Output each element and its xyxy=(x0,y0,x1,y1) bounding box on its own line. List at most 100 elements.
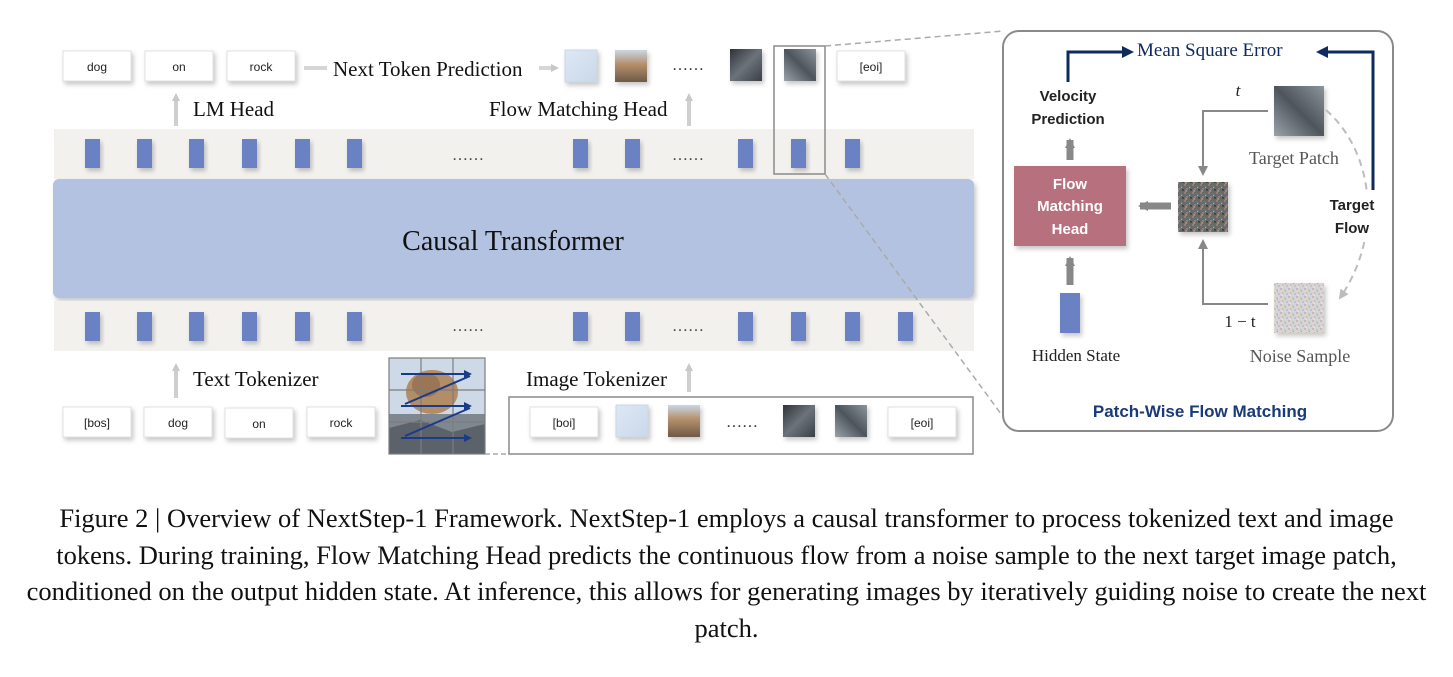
target-flow-label-line2: Flow xyxy=(1335,220,1369,237)
input-patch-2 xyxy=(668,405,700,437)
raster-scan-arrows xyxy=(401,370,472,442)
input-token-bos-text: [bos] xyxy=(84,416,110,430)
output-hidden-state-bar-3 xyxy=(189,139,204,168)
next-token-prediction-label: Next Token Prediction xyxy=(333,57,523,81)
output-token-dog-text: dog xyxy=(87,60,107,74)
flow-matching-head-label: Flow Matching Head xyxy=(489,97,668,121)
output-hidden-state-bar-4 xyxy=(242,139,257,168)
causal-transformer-block xyxy=(53,179,974,298)
noise-sample-label: Noise Sample xyxy=(1250,346,1351,366)
output-token-rock-text: rock xyxy=(250,60,274,74)
input-token-bos: [bos] xyxy=(62,406,132,438)
velocity-prediction-label-line1: Velocity xyxy=(1040,88,1097,105)
input-embedding-bar-11 xyxy=(845,312,860,341)
selected-token-highlight xyxy=(773,45,826,175)
t-weight-label: t xyxy=(1236,81,1242,100)
input-embedding-bar-2 xyxy=(137,312,152,341)
lower-ellipsis-left: …… xyxy=(452,318,484,335)
panel-title: Patch-Wise Flow Matching xyxy=(1093,402,1307,421)
output-hidden-state-bar-7 xyxy=(573,139,588,168)
input-embedding-bar-3 xyxy=(189,312,204,341)
input-token-rock-text: rock xyxy=(330,416,354,430)
predicted-patch-2 xyxy=(615,50,647,82)
output-hidden-state-bar-2 xyxy=(137,139,152,168)
flow-matching-head-text-line3: Head xyxy=(1052,221,1089,238)
output-hidden-state-bar-9 xyxy=(738,139,753,168)
lm-head-label: LM Head xyxy=(193,97,275,121)
top-ellipsis: …… xyxy=(672,57,704,74)
causal-transformer-label: Causal Transformer xyxy=(402,226,624,257)
noise-sample-image xyxy=(1274,283,1324,333)
target-patch-label: Target Patch xyxy=(1249,148,1339,168)
lower-ellipsis-right: …… xyxy=(672,318,704,335)
input-token-on-text: on xyxy=(252,417,265,431)
input-token-boi-text: [boi] xyxy=(553,416,576,430)
output-hidden-state-bar-5 xyxy=(295,139,310,168)
input-token-dog-text: dog xyxy=(168,416,188,430)
bottom-ellipsis: …… xyxy=(726,414,758,431)
figure-caption: Figure 2 | Overview of NextStep-1 Framew… xyxy=(26,503,1427,643)
input-text-tokens: [bos] dog on rock xyxy=(62,406,376,439)
input-embedding-bar-6 xyxy=(347,312,362,341)
input-token-dog: dog xyxy=(143,406,213,438)
output-hidden-state-bar-6 xyxy=(347,139,362,168)
output-token-eoi-text: [eoi] xyxy=(860,60,883,74)
upper-ellipsis-right: …… xyxy=(672,147,704,164)
target-to-mix-arrow xyxy=(1198,110,1268,176)
input-token-on: on xyxy=(224,407,294,439)
output-token-row: dog on rock Next Token Prediction …… [eo… xyxy=(62,49,906,83)
output-hidden-state-bar-10 xyxy=(791,139,806,168)
output-hidden-state-bar-11 xyxy=(845,139,860,168)
input-patch-3 xyxy=(783,405,815,437)
output-token-eoi: [eoi] xyxy=(836,50,906,82)
input-patch-4 xyxy=(835,405,867,437)
input-embedding-bar-7 xyxy=(573,312,588,341)
input-embedding-bar-10 xyxy=(791,312,806,341)
output-token-on-text: on xyxy=(172,60,185,74)
zoom-connector-bottom xyxy=(824,173,1005,419)
predicted-patch-3 xyxy=(730,49,762,81)
input-token-boi: [boi] xyxy=(529,406,599,438)
velocity-prediction-label-line2: Prediction xyxy=(1031,111,1104,128)
target-flow-label-line1: Target xyxy=(1330,197,1375,214)
velocity-to-mse-arrow xyxy=(1066,46,1134,82)
flow-matching-head-box: Flow Matching Head xyxy=(1014,166,1126,246)
input-embedding-bar-8 xyxy=(625,312,640,341)
output-token-on: on xyxy=(144,50,214,82)
upper-ellipsis-left: …… xyxy=(452,147,484,164)
image-tokenizer-label: Image Tokenizer xyxy=(526,367,667,391)
input-embedding-bar-9 xyxy=(738,312,753,341)
output-token-dog: dog xyxy=(62,50,132,82)
one-minus-t-weight-label: 1 − t xyxy=(1224,312,1256,331)
input-token-rock: rock xyxy=(306,406,376,438)
output-hidden-states xyxy=(85,139,860,168)
flow-matching-head-text-line1: Flow xyxy=(1053,176,1087,193)
zoom-connector-top xyxy=(824,30,1005,47)
target-patch-image xyxy=(1274,86,1324,136)
noisy-interpolated-patch xyxy=(1178,182,1228,232)
input-embedding-bar-12 xyxy=(898,312,913,341)
hidden-state-label: Hidden State xyxy=(1032,346,1120,365)
input-embedding-bar-4 xyxy=(242,312,257,341)
input-token-eoi-text: [eoi] xyxy=(911,416,934,430)
flow-matching-head-text-line2: Matching xyxy=(1037,198,1103,215)
input-embedding-bar-5 xyxy=(295,312,310,341)
output-hidden-band xyxy=(54,129,974,179)
predicted-patch-4 xyxy=(784,49,816,81)
hidden-state-bar xyxy=(1060,293,1080,333)
output-hidden-state-bar-1 xyxy=(85,139,100,168)
target-flow-label-bg xyxy=(1318,192,1386,238)
input-patch-1 xyxy=(615,404,649,438)
input-embedding-bar-1 xyxy=(85,312,100,341)
text-tokenizer-label: Text Tokenizer xyxy=(193,367,319,391)
input-embeddings xyxy=(85,312,913,341)
mean-square-error-label: Mean Square Error xyxy=(1137,40,1283,61)
output-hidden-state-bar-8 xyxy=(625,139,640,168)
predicted-patch-1 xyxy=(564,49,598,83)
noise-to-mix-arrow xyxy=(1198,239,1268,305)
input-embedding-band xyxy=(54,301,974,351)
source-image-grid xyxy=(388,357,486,455)
output-token-rock: rock xyxy=(226,50,296,82)
target-flow-to-mse-arrow xyxy=(1316,46,1375,190)
